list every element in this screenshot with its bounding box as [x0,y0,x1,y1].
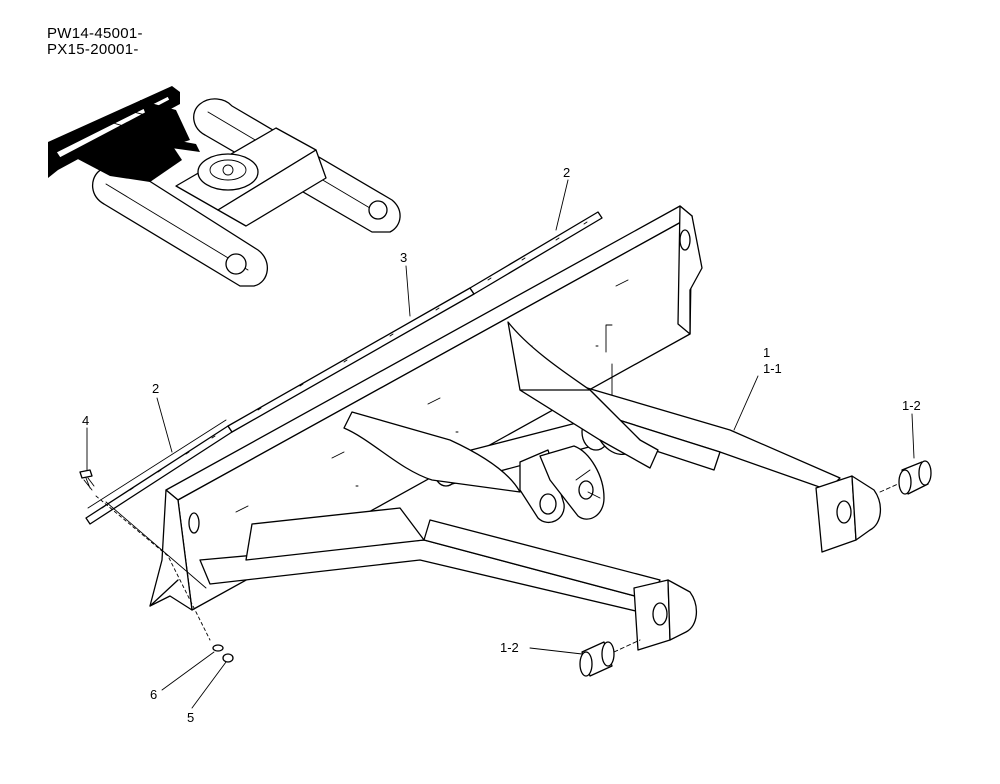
callout-leaders [86,179,915,709]
callout-1-1-label: 1-1 [763,361,782,376]
callout-3-label: 3 [400,250,407,265]
bushing-left [579,639,641,677]
callout-6-label: 6 [150,687,157,702]
callout-1-2-right-label: 1-2 [902,398,921,413]
cutting-edge-right [469,211,603,295]
bushing-right [879,460,932,495]
callout-5-label: 5 [187,710,194,725]
callout-1-label: 1 [763,345,770,360]
serial-number-range-1: PW14-45001- [47,25,143,42]
dozer-blade [149,205,703,611]
bolt-part-4 [79,469,95,491]
serial-number-range-2: PX15-20001- [47,41,139,58]
callout-2-left-label: 2 [152,381,159,396]
callout-2-right-label: 2 [563,165,570,180]
undercarriage-locator-inset [48,86,401,287]
callout-4-label: 4 [82,413,89,428]
nut-and-washer-parts-5-6 [212,644,234,663]
push-frame [199,321,881,651]
callout-1-2-left-label: 1-2 [500,640,519,655]
